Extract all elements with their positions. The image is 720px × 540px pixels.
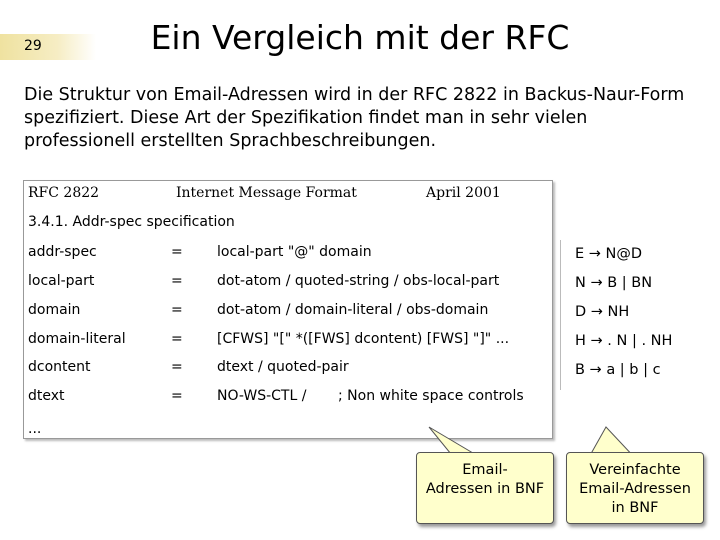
rfc-ellipsis: ... (28, 421, 42, 437)
bnf-rule-row: dtext = NO-WS-CTL / ; Non white space co… (24, 388, 552, 412)
rfc-header-right: April 2001 (426, 185, 501, 201)
bnf-rule-name: dtext (28, 388, 65, 404)
simplified-rule: D → NH (575, 304, 630, 320)
bnf-rule-row: dcontent = dtext / quoted-pair (24, 359, 552, 383)
callout-right-line: Vereinfachte (589, 462, 681, 478)
callout-right-line: in BNF (611, 500, 659, 516)
bnf-equals: = (171, 331, 183, 347)
simplified-rule: B → a | b | c (575, 362, 661, 378)
bnf-rule-row: addr-spec = local-part "@" domain (24, 244, 552, 268)
slide-number-bar (0, 34, 96, 60)
rfc-section-heading: 3.4.1. Addr-spec specification (28, 214, 235, 230)
bnf-rule-name: dcontent (28, 359, 91, 375)
slide-title-text: Ein Vergleich mit der RFC (150, 18, 570, 57)
bnf-comment: ; Non white space controls (338, 388, 524, 404)
intro-line: spezifiziert. Diese Art der Spezifikatio… (24, 108, 588, 128)
slide-title: Ein Vergleich mit der RFC (0, 18, 720, 57)
bnf-equals: = (171, 302, 183, 318)
bnf-rule-row: local-part = dot-atom / quoted-string / … (24, 273, 552, 297)
callout-right-line: Email-Adressen (579, 481, 691, 497)
rfc-header-center: Internet Message Format (176, 185, 357, 201)
intro-line: professionell erstellten Sprachbeschreib… (24, 131, 437, 151)
bnf-rule-name: local-part (28, 273, 95, 289)
bnf-rule-row: domain-literal = [CFWS] "[" *([FWS] dcon… (24, 331, 552, 355)
bnf-equals: = (171, 359, 183, 375)
simplified-grammar: E → N@D N → B | BN D → NH H → . N | . NH… (560, 240, 715, 390)
bnf-rule-name: domain-literal (28, 331, 126, 347)
intro-line: Die Struktur von Email-Adressen wird in … (24, 85, 685, 105)
slide-number: 29 (24, 38, 42, 54)
bnf-rule-name: domain (28, 302, 81, 318)
simplified-rule: N → B | BN (575, 275, 653, 291)
callout-left: Email- Adressen in BNF (416, 452, 554, 524)
bnf-rule-row: domain = dot-atom / domain-literal / obs… (24, 302, 552, 326)
simplified-rule: E → N@D (575, 246, 643, 262)
callout-left-line: Email- (462, 462, 508, 478)
simplified-rule: H → . N | . NH (575, 333, 673, 349)
bnf-equals: = (171, 273, 183, 289)
bnf-definition: dot-atom / quoted-string / obs-local-par… (217, 273, 500, 289)
bnf-definition: [CFWS] "[" *([FWS] dcontent) [FWS] "]" .… (217, 331, 510, 347)
callout-left-line: Adressen in BNF (425, 481, 545, 497)
bnf-definition: dtext / quoted-pair (217, 359, 349, 375)
bnf-definition: NO-WS-CTL / (217, 388, 307, 404)
bnf-equals: = (171, 388, 183, 404)
bnf-rule-name: addr-spec (28, 244, 97, 260)
bnf-definition: dot-atom / domain-literal / obs-domain (217, 302, 489, 318)
bnf-equals: = (171, 244, 183, 260)
intro-paragraph: Die Struktur von Email-Adressen wird in … (24, 84, 704, 153)
rfc-header-left: RFC 2822 (28, 185, 100, 201)
bnf-definition: local-part "@" domain (217, 244, 372, 260)
callout-right: Vereinfachte Email-Adressen in BNF (566, 452, 704, 524)
rfc-excerpt-box: RFC 2822 Internet Message Format April 2… (23, 180, 553, 439)
